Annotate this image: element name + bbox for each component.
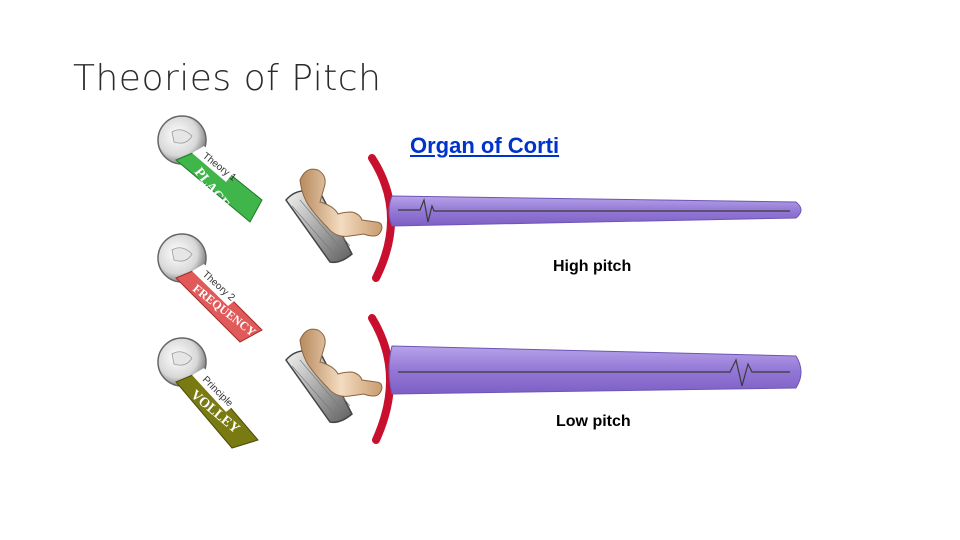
- ossicles-lower: [299, 328, 383, 397]
- theory-tag-volley: Principle VOLLEY: [157, 337, 259, 449]
- basilar-membrane-upper: [388, 195, 802, 227]
- theory-tag-frequency: Theory 2 FREQUENCY: [157, 233, 263, 343]
- basilar-membrane-lower: [388, 345, 802, 395]
- theory-tag-place: Theory 1 PLACE: [157, 115, 263, 223]
- low-pitch-label: Low pitch: [556, 413, 631, 430]
- organ-of-corti-link[interactable]: Organ of Corti: [410, 133, 560, 158]
- ossicles-upper: [299, 168, 383, 237]
- tympanum-arc-upper: [368, 154, 395, 282]
- tympanum-arc-lower: [368, 314, 394, 444]
- high-pitch-label: High pitch: [553, 258, 632, 275]
- slide-title: Theories of Pitch: [73, 58, 382, 99]
